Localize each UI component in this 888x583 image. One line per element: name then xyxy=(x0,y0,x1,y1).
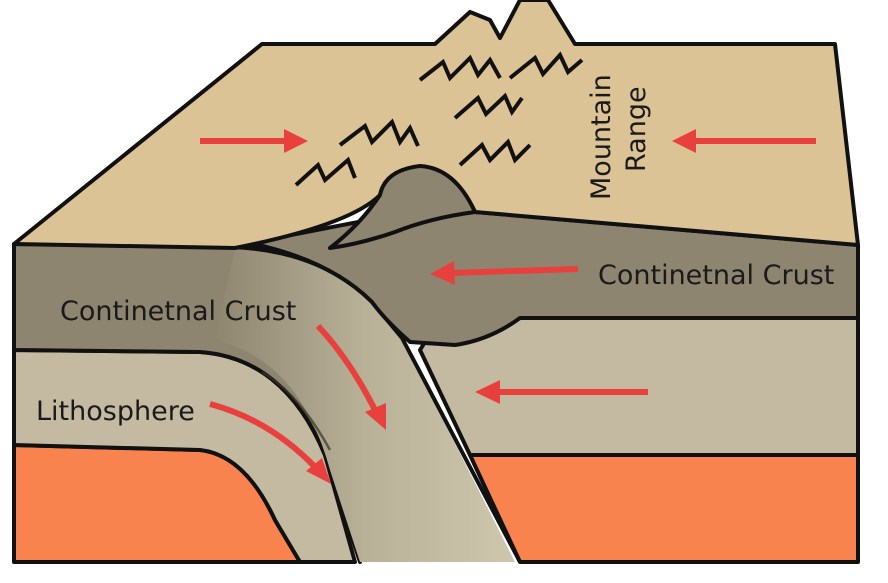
slab-inner-shadow xyxy=(261,370,332,451)
continental-crust-label-left: Continetnal Crust xyxy=(60,296,296,327)
mountain-range-label-line2: Range xyxy=(621,86,652,172)
mountain-symbols xyxy=(294,51,584,187)
subducting-slab xyxy=(215,248,515,562)
mountain-range-label-line1: Mountain xyxy=(586,74,617,200)
crust-bulge xyxy=(328,164,477,250)
arrow-surface-right xyxy=(672,129,816,153)
asthenosphere-layer-right xyxy=(468,453,860,564)
lithosphere-label: Lithosphere xyxy=(36,396,195,427)
arrows xyxy=(200,129,816,484)
arrow-surface-left xyxy=(200,129,308,153)
arrow-slab-lithosphere xyxy=(209,401,331,484)
arrow-crust-right xyxy=(430,261,579,285)
arrow-lithosphere-right xyxy=(475,380,648,404)
continental-crust-label-right: Continetnal Crust xyxy=(598,260,834,291)
arrow-slab-crust xyxy=(315,323,386,430)
